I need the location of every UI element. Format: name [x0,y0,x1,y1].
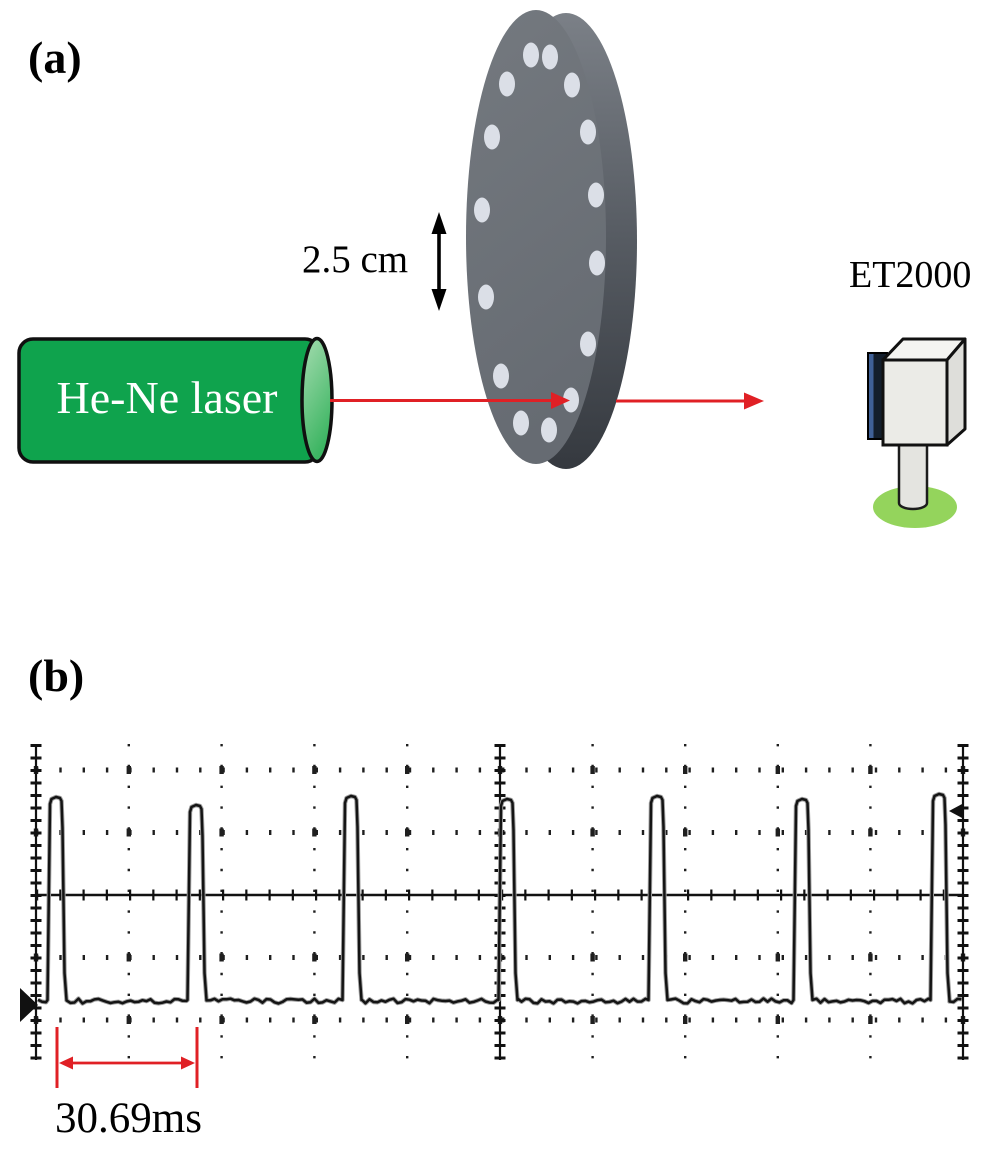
laser-cylinder [17,336,334,464]
dimension-label: 2.5 cm [302,238,409,281]
chopper-hole [589,250,605,276]
laser-beam-arrows [330,392,764,410]
detector-front-panel-edge [869,354,874,438]
disk-face [466,10,606,464]
detector-post [897,443,929,511]
chopper-hole [542,44,558,70]
chopper-holes [474,42,605,443]
chopper-hole [493,363,509,389]
detector-box-side [945,337,967,447]
level-marker-icon [949,803,963,819]
chopper-hole [474,197,490,223]
chopper-hole [580,119,596,145]
beam-arrowhead-1 [551,392,570,409]
dimension-arrow [431,212,447,311]
chopper-hole [499,71,515,97]
trigger-marker-icon [20,988,38,1022]
chopper-hole [478,284,494,310]
chopper-hole [588,182,604,208]
detector-label: ET2000 [849,254,972,296]
chopper-hole [580,331,596,357]
chopper-hole [541,417,557,443]
chopper-hole [484,124,500,150]
chopper-hole [563,387,579,413]
period-measurement [55,1027,199,1088]
chopper-hole [523,42,539,68]
dimension-arrowhead-up [431,212,447,234]
detector-box-front [881,358,949,447]
period-label: 30.69ms [55,1095,202,1142]
chopper-hole [513,410,529,436]
dimension-arrowhead-down [431,289,447,311]
beam-arrowhead-2 [744,392,764,410]
oscilloscope-plot [20,744,969,1088]
chopper-hole [564,72,580,98]
panel-a-label: (a) [28,32,82,83]
laser-endcap [300,336,334,464]
detector [867,337,967,528]
chopper-disk [466,10,637,469]
panel-b-label: (b) [28,650,85,701]
scope-trace [37,791,962,1006]
laser-label: He-Ne laser [56,372,278,423]
